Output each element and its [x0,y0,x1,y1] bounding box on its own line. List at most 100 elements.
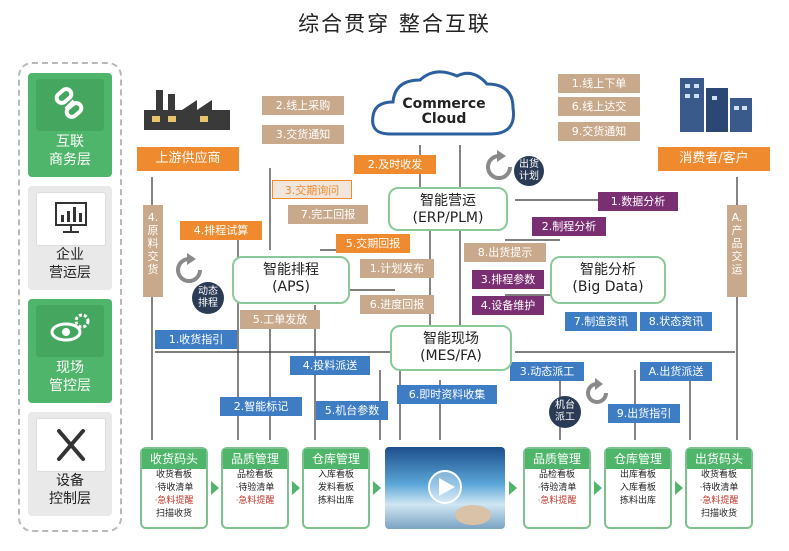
flow-arrow-icon [292,481,300,495]
tag-delivery-notice-right: 9.交货通知 [558,122,640,141]
machine-dispatch-cycle-icon [582,378,612,412]
monitor-chart-icon [36,192,106,246]
dynamic-sched-badge: 动态 排程 [192,282,224,314]
tag-status-info: 8.状态资讯 [640,312,712,331]
card-line: 收货看板 [700,470,737,480]
dynamic-sched-cycle-icon [172,253,206,291]
tag-equip-maint: 4.设备维护 [472,296,544,315]
card-line: ·待验清单 [537,483,577,493]
layer-label: 现场 管控层 [49,360,91,394]
flow-arrow-icon [211,481,219,495]
tag-completion-report: 7.完工回报 [288,205,368,224]
ship-plan-cycle-icon [482,150,516,188]
tag-plan-release: 1.计划发布 [360,259,434,278]
card-line: 品检看板 [236,470,273,480]
flow-arrow-icon [509,481,517,495]
layer-label: 互联 商务层 [49,134,91,168]
tag-timely: 2.及时收发 [354,155,436,174]
layer-label: 设备 控制层 [49,473,91,507]
machine-dispatch-badge: 机台 派工 [549,396,581,428]
flow-arrow-icon [675,481,683,495]
card-title: 品质管理 [525,449,589,469]
layer-device: 设备 控制层 [28,412,112,516]
card-line: 收货看板 [155,470,192,480]
tag-process-analysis: 2.制程分析 [532,217,606,236]
node-erp: 智能营运 (ERP/PLM) [388,187,508,231]
card-line: ·急料提醒 [537,496,577,506]
building-icon [672,68,756,138]
tag-work-order: 5.工单发放 [240,310,320,329]
card-line: ·待收清单 [699,483,739,493]
card-line: 扫描收货 [155,509,192,519]
ship-plan-badge: 出货 计划 [514,156,544,186]
eye-gear-icon [36,305,104,357]
card-title: 品质管理 [223,449,287,469]
tag-online-delivery: 6.线上达交 [558,97,640,116]
video-thumbnail[interactable] [385,447,505,529]
layer-label: 企业 营运层 [49,247,91,281]
card-line: ·急料提醒 [699,496,739,506]
card-line: ·急料提醒 [154,496,194,506]
link-chain-icon [36,79,104,131]
tag-delivery-inquiry: 3.交期询问 [272,180,352,199]
tag-progress-report: 6.进度回报 [360,295,434,314]
play-icon [428,470,491,525]
tag-ship-guide: 9.出货指引 [608,404,680,423]
tag-sched-params: 3.排程参数 [472,270,544,289]
card-line: 拣料出库 [619,496,656,506]
supplier-label: 上游供应商 [137,147,239,171]
tag-sched-trial: 4.排程试算 [180,221,262,240]
tag-delivery-reply: 5.交期回报 [336,234,410,253]
page-title: 综合贯穿 整合互联 [298,12,491,36]
tools-icon [36,418,106,472]
card-line: 入库看板 [317,470,354,480]
card-line: 拣料出库 [317,496,354,506]
card-line: ·待收清单 [154,483,194,493]
flow-arrow-icon [594,481,602,495]
tag-data-analysis: 1.数据分析 [598,192,678,211]
flow-arrow-icon [373,481,381,495]
card-warehouse-2: 仓库管理 出库看板 入库看板 拣料出库 [604,447,672,529]
layer-commerce: 互联 商务层 [28,73,112,177]
tag-realtime-collect: 6.即时资料收集 [397,385,497,404]
card-title: 仓库管理 [606,449,670,469]
tag-online-order: 1.线上下单 [558,74,640,93]
raw-material-delivery: 4. 原 料 交 货 [143,205,163,297]
card-line: ·待验清单 [235,483,275,493]
card-shipping-dock: 出货码头 收货看板 ·待收清单 ·急料提醒 扫描收货 [685,447,753,529]
tag-ship-dispatch: A.出货派送 [640,362,712,381]
tag-dynamic-dispatch: 3.动态派工 [510,362,584,381]
tag-machine-params: 5.机台参数 [316,401,388,420]
card-line: 扫描收货 [700,509,737,519]
card-line: 入库看板 [619,483,656,493]
factory-icon [142,80,232,136]
card-title: 收货码头 [142,449,206,469]
node-mes: 智能现场 (MES/FA) [390,325,512,371]
commerce-cloud [365,62,521,146]
card-line: 品检看板 [538,470,575,480]
card-title: 仓库管理 [304,449,368,469]
cloud-label: Commerce Cloud [402,96,486,127]
consumer-label: 消费者/客户 [658,147,770,171]
tag-receive-guide: 1.收货指引 [155,330,237,349]
tag-online-purchase: 2.线上采购 [262,96,344,115]
node-bigdata: 智能分析 (Big Data) [550,256,666,304]
card-line: ·急料提醒 [235,496,275,506]
layer-sidebar [18,62,122,532]
card-receiving-dock: 收货码头 收货看板 ·待收清单 ·急料提醒 扫描收货 [140,447,208,529]
tag-ship-hint: 8.出货提示 [464,243,546,262]
card-warehouse-1: 仓库管理 入库看板 发料看板 拣料出库 [302,447,370,529]
card-title: 出货码头 [687,449,751,469]
card-line: 发料看板 [317,483,354,493]
card-line: 出库看板 [619,470,656,480]
layer-enterprise: 企业 营运层 [28,186,112,290]
tag-smart-mark: 2.智能标记 [220,397,302,416]
layer-field: 现场 管控层 [28,299,112,403]
card-quality-2: 品质管理 品检看板 ·待验清单 ·急料提醒 [523,447,591,529]
tag-mfg-info: 7.制造资讯 [565,312,637,331]
tag-feed-dispatch: 4.投料派送 [290,356,370,375]
node-aps: 智能排程 (APS) [232,256,350,304]
card-quality-1: 品质管理 品检看板 ·待验清单 ·急料提醒 [221,447,289,529]
tag-delivery-notice-left: 3.交货通知 [262,125,344,144]
product-shipping: A. 产 品 交 运 [727,205,747,297]
